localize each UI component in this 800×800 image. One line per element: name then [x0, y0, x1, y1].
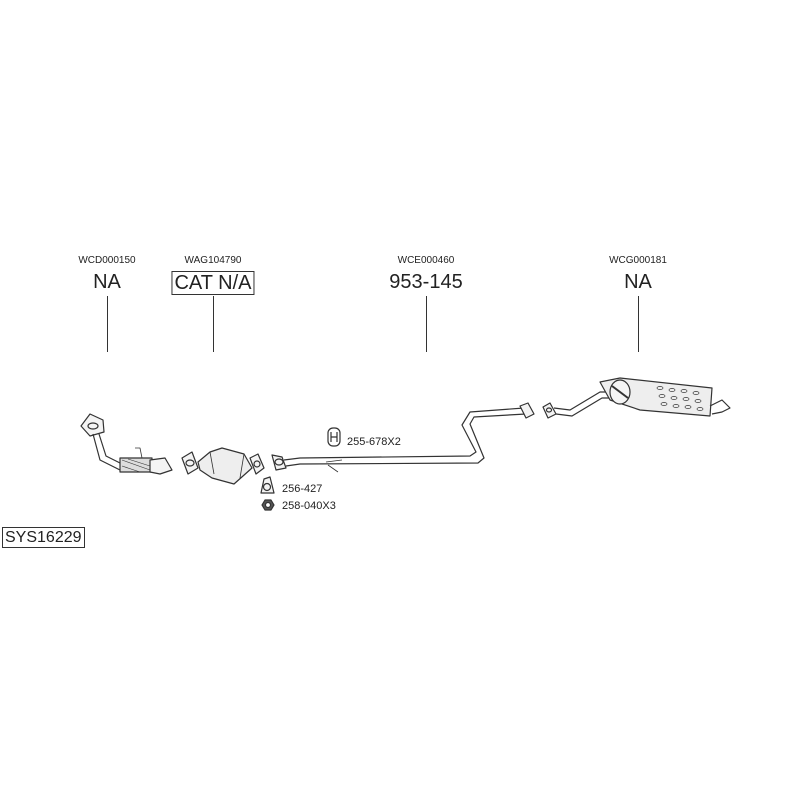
- system-id: SYS16229: [2, 527, 85, 548]
- rear-silencer-drawing[interactable]: [542, 377, 731, 419]
- part-label-catalytic-converter[interactable]: CAT N/A: [171, 271, 255, 295]
- nut-icon: [261, 499, 275, 511]
- leader-line: [638, 296, 639, 352]
- part-label-rear-silencer[interactable]: NA: [624, 271, 652, 293]
- leader-line: [426, 296, 427, 352]
- part-label-centre-pipe[interactable]: 953-145: [389, 271, 463, 293]
- centre-pipe-drawing[interactable]: [271, 402, 535, 473]
- gasket-icon: [260, 476, 275, 494]
- hardware-label-hanger[interactable]: 255-678X2: [347, 436, 401, 448]
- hardware-label-nut[interactable]: 258-040X3: [282, 500, 336, 512]
- hardware-label-gasket[interactable]: 256-427: [282, 483, 323, 495]
- part-code-front-pipe: WCD000150: [78, 255, 136, 266]
- part-label-front-pipe[interactable]: NA: [93, 271, 121, 293]
- leader-line: [107, 296, 108, 352]
- leader-line: [213, 296, 214, 352]
- hanger-icon: [327, 427, 341, 447]
- part-code-catalytic-converter: WAG104790: [184, 255, 242, 266]
- part-code-rear-silencer: WCG000181: [609, 255, 667, 266]
- catalytic-converter-drawing[interactable]: [181, 447, 265, 485]
- front-pipe-drawing[interactable]: [80, 413, 173, 475]
- part-code-centre-pipe: WCE000460: [397, 255, 455, 266]
